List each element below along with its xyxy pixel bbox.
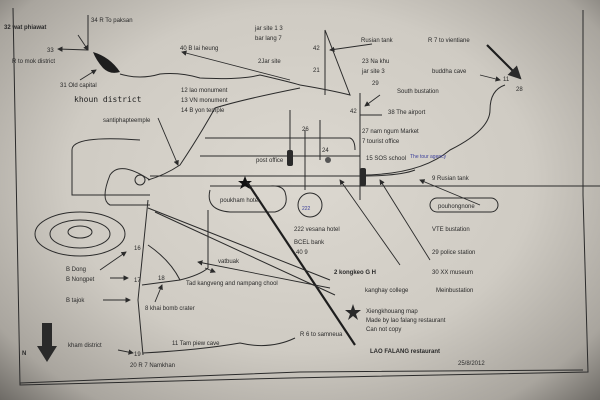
label-jar-site-3: jar site 3 [361, 69, 385, 75]
map-bottom-edge [19, 369, 584, 384]
label-tourist-office: 7 tourist office [362, 139, 400, 145]
main-road-east [147, 87, 301, 181]
label-khoun-district: khoun district [74, 95, 142, 104]
spiral [134, 174, 146, 186]
label-b-dong: B Dong [66, 267, 86, 273]
traffic-light-icon [287, 150, 293, 166]
market-dot [325, 157, 331, 163]
mountain-contour [34, 211, 126, 257]
town-grid [150, 110, 600, 190]
label-17: 17 [134, 278, 141, 284]
label-vesana-hotel: 222 vesana hotel [294, 227, 340, 233]
label-to-paksan: 34 R To paksan [91, 18, 133, 24]
label-mein-busstation: Meinbustation [436, 288, 473, 294]
santiphap-loop [71, 138, 150, 196]
label-russian-tank-9: 9 Rusian tank [432, 176, 470, 182]
poukham-loop [208, 185, 287, 213]
label-bcel-bank: BCEL bank [294, 240, 325, 246]
legend-title: Xiengkhouang map [366, 309, 418, 315]
label-wat-phiawat: 32 wat phiawat [4, 25, 46, 31]
label-tam-piew-cave: 11 Tam piew cave [172, 341, 220, 347]
river [119, 73, 301, 86]
label-21: 21 [313, 68, 320, 74]
label-18: 18 [158, 276, 165, 282]
label-south-busstation: South bustation [397, 89, 439, 95]
old-capital-shape [93, 52, 120, 73]
label-24: 24 [322, 148, 329, 154]
north-arrow-icon [42, 323, 52, 348]
legend-date: 25/8/2012 [458, 361, 485, 367]
label-11: 11 [503, 77, 510, 83]
label-vte-busstation: VTE bustation [432, 227, 470, 233]
road-south [137, 199, 149, 356]
label-police-station: 29 police station [432, 250, 475, 256]
label-namkhan: 20 R 7 Namkhan [130, 363, 175, 369]
label-na-khu: 23 Na khu [362, 59, 389, 65]
label-old-capital: 31 Old capital [60, 83, 97, 89]
vesana-circle [297, 192, 323, 218]
label-to-vientiane: R 7 to vientiane [428, 38, 470, 44]
pouhongnone-box [429, 197, 499, 213]
label-kham-district: kham district [68, 343, 102, 349]
traffic-light-icon [360, 168, 366, 186]
label-26: 26 [302, 127, 309, 133]
jar-road [299, 29, 351, 96]
label-vn-monument: 13 VN monument [181, 98, 228, 104]
label-market: 27 nam ngum Market [362, 129, 419, 135]
label-pouhongnone: pouhongnone [438, 204, 475, 210]
label-42b: 42 [350, 109, 357, 115]
label-jar-site-2: 2Jar site [258, 59, 281, 65]
label-lao-monument: 12 lao monument [181, 88, 228, 94]
label-to-mok: R to mok district [12, 59, 55, 65]
label-42: 42 [313, 46, 320, 52]
label-north: N [22, 351, 26, 357]
label-19: 19 [134, 352, 141, 358]
label-airport: 38 The airport [388, 110, 426, 116]
pointer-line [246, 181, 356, 346]
label-28: 28 [516, 87, 523, 93]
label-33: 33 [47, 48, 54, 54]
label-to-samneua: R 6 to samneua [300, 332, 343, 338]
road-to-cave [359, 84, 506, 176]
handwritten-tour-agency: The tour agency [410, 154, 447, 160]
label-russian-tank: Rusian tank [361, 38, 394, 44]
handwritten-222: 222 [302, 206, 311, 212]
label-kongkeo-gh: 2 kongkeo G H [334, 270, 376, 276]
label-29: 29 [372, 81, 379, 87]
label-16: 16 [134, 246, 141, 252]
legend-no-copy: Can not copy [366, 327, 401, 333]
label-buddha-cave: buddha cave [432, 69, 467, 75]
label-kanghay-college: kanghay college [365, 288, 409, 294]
legend-restaurant: LAO FALANG restaurant [370, 349, 440, 355]
label-40: 40 9 [296, 250, 308, 256]
label-yon-temple: 14 B yon temple [181, 108, 225, 114]
vientiane-arrow [486, 44, 522, 80]
label-post-office: post office [256, 158, 284, 164]
label-b-tajok: B tajok [66, 298, 85, 304]
label-bar-lang: bar lang 7 [255, 36, 282, 42]
label-poukham-hotel: poukham hotel [220, 198, 259, 204]
map-star-icon [345, 304, 361, 320]
road-tam-piew [142, 337, 296, 354]
label-lai-heung: 40 B lai heung [180, 46, 218, 52]
label-bomb-crater: 8 khai bomb crater [145, 306, 195, 312]
label-santiphap-temple: santiphapteemple [103, 118, 151, 124]
map-border [12, 7, 589, 386]
label-sos-school: 15 SOS school [366, 156, 406, 162]
label-uxo-museum: 30 XX museum [432, 270, 473, 276]
label-tad-kangveng: Tad kangveng and nampang chool [186, 281, 278, 287]
label-jar-site-1: jar site 1 3 [254, 26, 283, 32]
label-vatbuak: vatbuak [218, 259, 240, 265]
legend-made-by: Made by lao falang restaurant [366, 318, 446, 324]
label-b-nongpet: B Nongpet [66, 277, 95, 283]
